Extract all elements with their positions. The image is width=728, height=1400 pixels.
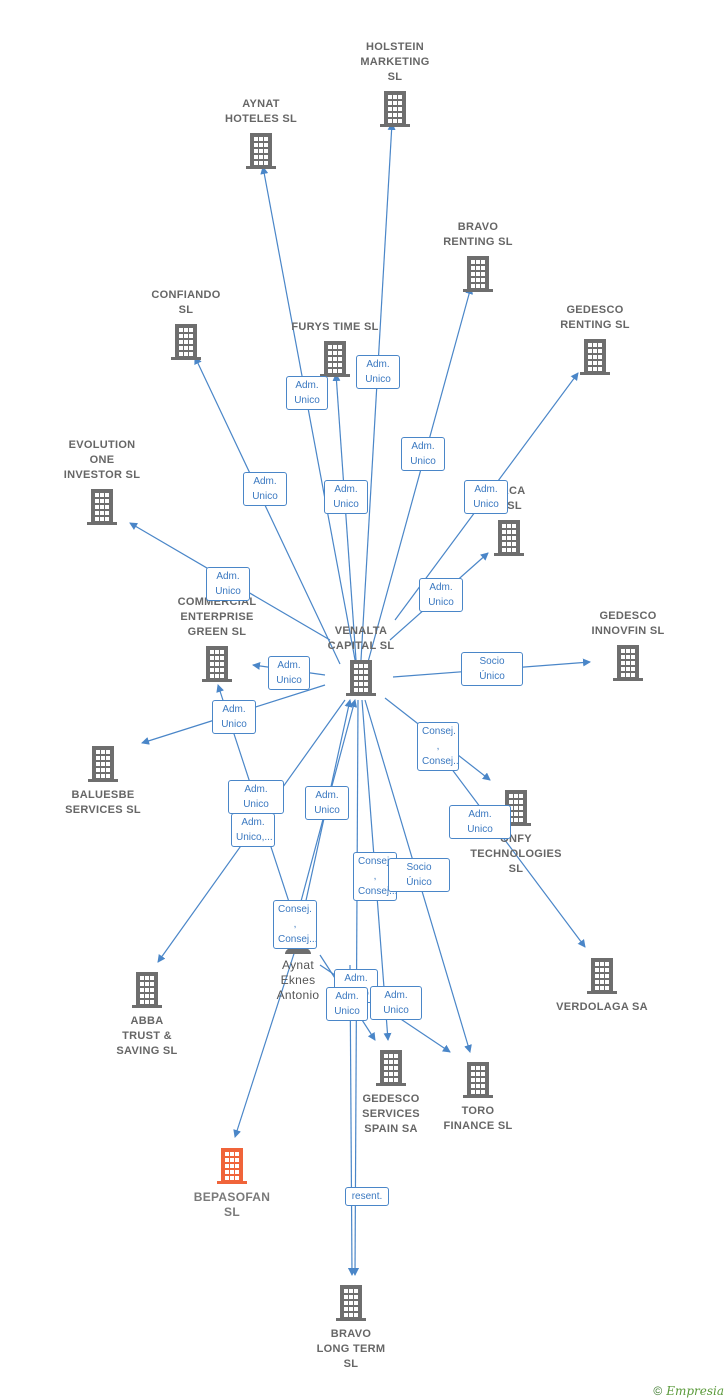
node-abba[interactable]: ABBA TRUST & SAVING SL <box>82 972 212 1059</box>
node-gedesco-innovfin[interactable]: GEDESCO INNOVFIN SL <box>563 609 693 681</box>
node-label: VENALTA CAPITAL SL <box>327 625 395 652</box>
node-label: GEDESCO INNOVFIN SL <box>591 610 665 637</box>
node-evolution[interactable]: EVOLUTION ONE INVESTOR SL <box>37 438 167 525</box>
node-confiando[interactable]: CONFIANDO SL <box>121 288 251 360</box>
relation-badge[interactable]: Adm. Unico <box>268 656 310 690</box>
copyright-symbol: © <box>653 1384 663 1398</box>
relation-badge[interactable]: Consej. , Consej.... <box>273 900 317 949</box>
node-furys[interactable]: FURYS TIME SL <box>270 320 400 377</box>
relation-badge[interactable]: Adm. Unico <box>324 480 368 514</box>
relation-badge[interactable]: Adm. Unico <box>419 578 463 612</box>
building-icon <box>530 339 660 375</box>
edge-20 <box>233 934 301 1138</box>
relation-badge[interactable]: Adm. Unico <box>401 437 445 471</box>
relation-badge[interactable]: resent. <box>345 1187 389 1206</box>
relation-badge[interactable]: Adm. Unico <box>286 376 328 410</box>
building-icon <box>167 1148 297 1184</box>
building-icon <box>196 133 326 169</box>
building-icon <box>413 1062 543 1098</box>
relation-badge[interactable]: Consej. , Consej.... <box>417 722 459 771</box>
node-label: COMMERCIAL ENTERPRISE GREEN SL <box>177 596 257 638</box>
node-baluesbe[interactable]: BALUESBE SERVICES SL <box>38 746 168 818</box>
node-venalta[interactable]: VENALTA CAPITAL SL <box>296 624 426 696</box>
node-bravo-renting[interactable]: BRAVO RENTING SL <box>413 220 543 292</box>
node-bepasofan[interactable]: BEPASOFAN SL <box>167 1148 297 1220</box>
node-gedesco-services[interactable]: GEDESCO SERVICES SPAIN SA <box>326 1050 456 1137</box>
building-icon <box>82 972 212 1008</box>
building-icon <box>330 91 460 127</box>
node-label: FURYS TIME SL <box>291 321 379 333</box>
building-icon <box>326 1050 456 1086</box>
node-label: AYNAT HOTELES SL <box>224 98 298 125</box>
node-label: GEDESCO SERVICES SPAIN SA <box>362 1093 420 1135</box>
relation-badge[interactable]: Adm. Unico <box>449 805 511 839</box>
building-icon <box>152 646 282 682</box>
relation-badge[interactable]: Adm. Unico <box>228 780 284 814</box>
relation-badge[interactable]: Adm. Unico <box>370 986 422 1020</box>
building-icon <box>270 341 400 377</box>
building-icon <box>286 1285 416 1321</box>
node-label: GEDESCO RENTING SL <box>560 304 630 331</box>
node-label: ABBA TRUST & SAVING SL <box>116 1015 178 1057</box>
node-label: VERDOLAGA SA <box>556 1001 648 1013</box>
edge-3 <box>194 356 341 665</box>
brand-name: Empresia <box>666 1384 724 1398</box>
building-icon <box>537 958 667 994</box>
relation-badge[interactable]: Adm. Unico <box>356 355 400 389</box>
relation-badge[interactable]: Socio Único <box>388 858 450 892</box>
relation-badge[interactable]: Adm. Unico <box>243 472 287 506</box>
relation-badge[interactable]: Adm. Unico <box>206 567 250 601</box>
node-label: BEPASOFAN SL <box>193 1190 271 1219</box>
node-verdolaga[interactable]: VERDOLAGA SA <box>537 958 667 1015</box>
building-icon <box>37 489 167 525</box>
relation-badge[interactable]: Adm. Unico <box>464 480 508 514</box>
node-label: CONFIANDO SL <box>151 289 221 316</box>
node-onfy[interactable]: ONFY TECHNOLOGIES SL <box>451 790 581 877</box>
edge-4 <box>332 373 357 661</box>
node-label: BRAVO LONG TERM SL <box>316 1328 386 1370</box>
building-icon <box>563 645 693 681</box>
footer-brand: ©Empresia <box>653 1384 724 1398</box>
edge-2 <box>367 286 474 663</box>
node-label: BALUESBE SERVICES SL <box>65 789 141 816</box>
node-holstein[interactable]: HOLSTEIN MARKETING SL <box>330 40 460 127</box>
node-label: Aynat Eknes Antonio <box>276 958 320 1002</box>
building-icon <box>413 256 543 292</box>
node-commercial[interactable]: COMMERCIAL ENTERPRISE GREEN SL <box>152 595 282 682</box>
relation-badge[interactable]: Adm. Unico,... <box>231 813 275 847</box>
relation-badge[interactable]: Adm. Unico <box>326 987 368 1021</box>
building-icon <box>444 520 574 556</box>
building-icon <box>38 746 168 782</box>
node-label: TORO FINANCE SL <box>443 1105 513 1132</box>
building-icon <box>296 660 426 696</box>
node-label: EVOLUTION ONE INVESTOR SL <box>63 439 141 481</box>
node-bravo-long[interactable]: BRAVO LONG TERM SL <box>286 1285 416 1372</box>
node-label: ONFY TECHNOLOGIES SL <box>470 833 562 875</box>
node-aynat-hoteles[interactable]: AYNAT HOTELES SL <box>196 97 326 169</box>
node-gedesco-renting[interactable]: GEDESCO RENTING SL <box>530 303 660 375</box>
edge-12 <box>429 739 586 948</box>
relation-badge[interactable]: Adm. Unico <box>212 700 256 734</box>
building-icon <box>121 324 251 360</box>
edge-1 <box>260 166 357 666</box>
node-toro[interactable]: TORO FINANCE SL <box>413 1062 543 1134</box>
node-label: HOLSTEIN MARKETING SL <box>360 41 430 83</box>
edge-0 <box>360 122 396 661</box>
relation-badge[interactable]: Socio Único <box>461 652 523 686</box>
node-label: BRAVO RENTING SL <box>443 221 513 248</box>
relation-badge[interactable]: Adm. Unico <box>305 786 349 820</box>
